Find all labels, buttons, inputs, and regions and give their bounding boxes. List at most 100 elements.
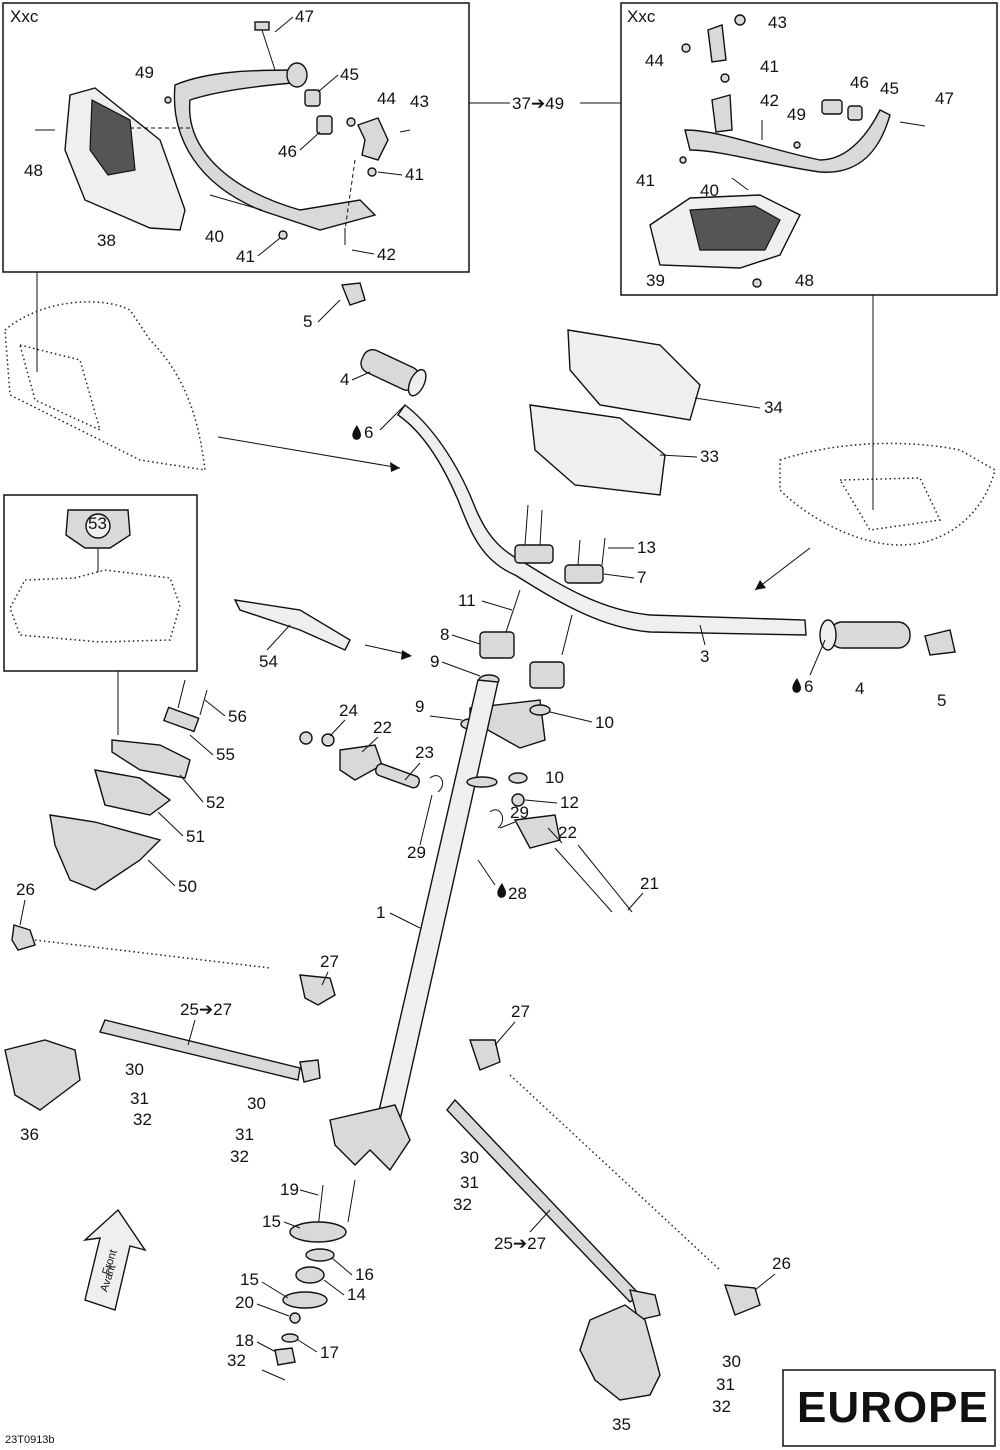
tie-rod-ghost-right [509, 1074, 721, 1271]
handguard-silhouette-left [4, 301, 206, 471]
callout-54: 54 [259, 652, 278, 671]
callout-23: 23 [415, 743, 434, 762]
hand-guard-window [689, 205, 781, 251]
callout-12: 12 [560, 793, 579, 812]
callout-6: 6 [364, 423, 373, 442]
bolt-21 [554, 847, 613, 913]
bolt-47 [899, 121, 926, 127]
leader [19, 899, 26, 926]
callout-20: 20 [235, 1293, 254, 1312]
leader [257, 237, 281, 257]
spacer-46 [821, 99, 843, 115]
callout-27: 27 [320, 952, 339, 971]
nut-18 [274, 1347, 296, 1366]
pin-19b [347, 1179, 356, 1223]
callout-13: 13 [637, 538, 656, 557]
tie-rod-ghost-left [34, 939, 271, 969]
clip-29 [429, 775, 443, 793]
ball-joint-right-end [629, 1289, 661, 1321]
leader [441, 661, 481, 677]
leader [524, 799, 558, 804]
callout-43: 43 [410, 92, 429, 111]
leader [499, 821, 516, 829]
leader [317, 299, 341, 323]
spacer-45 [847, 105, 863, 121]
handlebar-3 [397, 404, 807, 636]
callout-50: 50 [178, 877, 197, 896]
leader [754, 1273, 776, 1291]
leader [256, 1303, 290, 1317]
bracket-54 [233, 599, 351, 651]
tie-rod-25-right [446, 1098, 642, 1303]
clip-29b [489, 809, 503, 829]
callout-46: 46 [278, 142, 297, 161]
handguard-silhouette-right-window [838, 477, 942, 531]
plate-55 [162, 706, 200, 733]
nut-24 [321, 733, 335, 747]
leader [404, 762, 421, 781]
nut-41 [679, 156, 687, 164]
callout-56: 56 [228, 707, 247, 726]
column-ring [466, 776, 498, 788]
arrow-line [754, 547, 811, 591]
steering-knuckle-36 [4, 1039, 81, 1111]
bolt-43 [734, 14, 746, 26]
callout-31: 31 [716, 1375, 735, 1394]
callout-31: 31 [460, 1173, 479, 1192]
callout-34: 34 [764, 398, 783, 417]
leader [361, 736, 379, 753]
sleeve-23 [375, 763, 421, 789]
plate-15b [282, 1291, 328, 1309]
washer-17 [281, 1333, 299, 1343]
screw-56 [177, 679, 186, 709]
leader [603, 573, 635, 579]
callout-11: 11 [458, 591, 476, 610]
grip-left-4 [360, 349, 427, 397]
region-badge-frame [782, 1369, 996, 1447]
gauge-dial [85, 513, 111, 539]
leader [189, 734, 214, 756]
inset-title: Xxc [10, 7, 39, 26]
drawing-code: 23T0913b [5, 1434, 55, 1446]
leader [299, 1189, 319, 1196]
pad-34 [567, 329, 701, 421]
arrow-head [401, 650, 412, 660]
callout-7: 7 [637, 568, 646, 587]
callout-41: 41 [405, 165, 424, 184]
leader [299, 131, 321, 151]
bushing-10b [508, 772, 528, 784]
spacer-46 [316, 115, 333, 135]
bolt-43 [399, 129, 411, 133]
seal-16 [305, 1248, 335, 1262]
callout-22: 22 [373, 718, 392, 737]
callout-44: 44 [377, 89, 396, 108]
callout-10: 10 [545, 768, 564, 787]
bolt-13 [524, 504, 529, 546]
washer-49 [793, 141, 801, 149]
oil-drop-icon [497, 883, 506, 898]
housing-52 [111, 739, 191, 779]
callout-28: 28 [508, 884, 527, 903]
callout-16: 16 [355, 1265, 374, 1284]
nut-12 [511, 793, 525, 807]
callout-26: 26 [16, 880, 35, 899]
callout-30: 30 [460, 1148, 479, 1167]
bearing-block-22b [513, 814, 561, 849]
callout-10: 10 [595, 713, 614, 732]
leader [261, 1369, 286, 1381]
callout-32: 32 [227, 1351, 246, 1370]
leader [659, 454, 698, 458]
leader [351, 371, 371, 381]
bolt-21b [577, 844, 633, 913]
washer-41 [720, 73, 730, 83]
callout-44: 44 [645, 51, 664, 70]
callout-4: 4 [340, 370, 349, 389]
callout-5: 5 [303, 312, 312, 331]
callout-52: 52 [206, 793, 225, 812]
leader [187, 1019, 196, 1046]
inset-top-left-frame [2, 2, 470, 273]
callouts: 5 4 6 34 33 13 7 11 8 9 3 10 9 10 12 6 4… [16, 299, 946, 1434]
callout-30: 30 [722, 1352, 741, 1371]
front-arrow-icon: Front Avant [82, 1208, 147, 1311]
